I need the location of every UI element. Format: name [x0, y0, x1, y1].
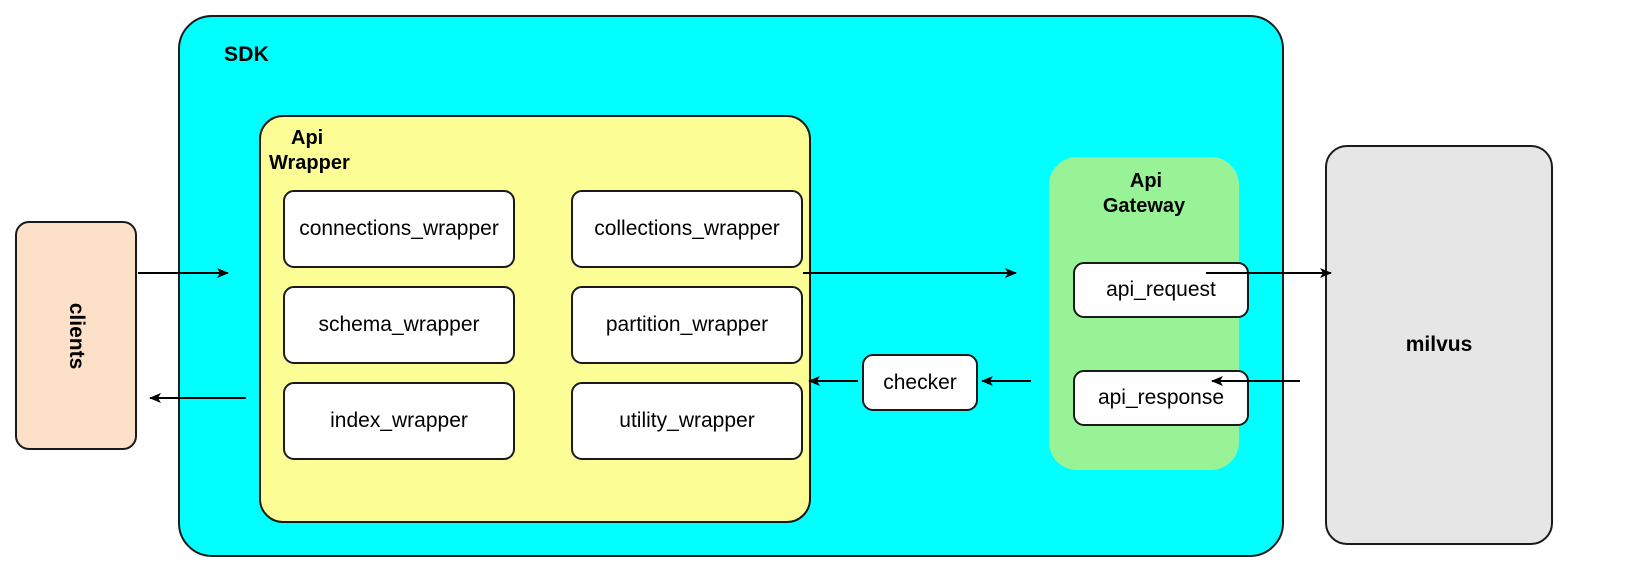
clients-label: clients	[65, 302, 88, 369]
module-schema-wrapper[interactable]: schema_wrapper	[283, 286, 515, 364]
api-wrapper-container[interactable]: Api Wrapper connections_wrapper collecti…	[259, 115, 811, 523]
api-wrapper-label: Api Wrapper	[269, 126, 350, 176]
sdk-label: SDK	[224, 43, 269, 66]
checker-node[interactable]: checker	[862, 354, 978, 411]
module-partition-wrapper[interactable]: partition_wrapper	[571, 286, 803, 364]
api-gateway-label-line1: Api	[1129, 170, 1163, 192]
module-utility-wrapper[interactable]: utility_wrapper	[571, 382, 803, 460]
api-gateway-label-line2: Gateway	[1102, 195, 1186, 217]
api-gateway-container[interactable]: Api Gateway api_request api_response	[1049, 157, 1249, 470]
api-wrapper-label-line2: Wrapper	[269, 152, 350, 174]
clients-node[interactable]: clients	[15, 221, 137, 450]
module-collections-wrapper[interactable]: collections_wrapper	[571, 190, 803, 268]
milvus-node[interactable]: milvus	[1325, 145, 1553, 545]
module-connections-wrapper[interactable]: connections_wrapper	[283, 190, 515, 268]
api-gateway-label: Api Gateway	[1049, 169, 1239, 219]
module-index-wrapper[interactable]: index_wrapper	[283, 382, 515, 460]
api-response-node[interactable]: api_response	[1073, 370, 1249, 426]
sdk-container[interactable]: SDK Api Wrapper connections_wrapper coll…	[178, 15, 1284, 557]
api-request-node[interactable]: api_request	[1073, 262, 1249, 318]
api-wrapper-label-line1: Api	[291, 127, 324, 149]
